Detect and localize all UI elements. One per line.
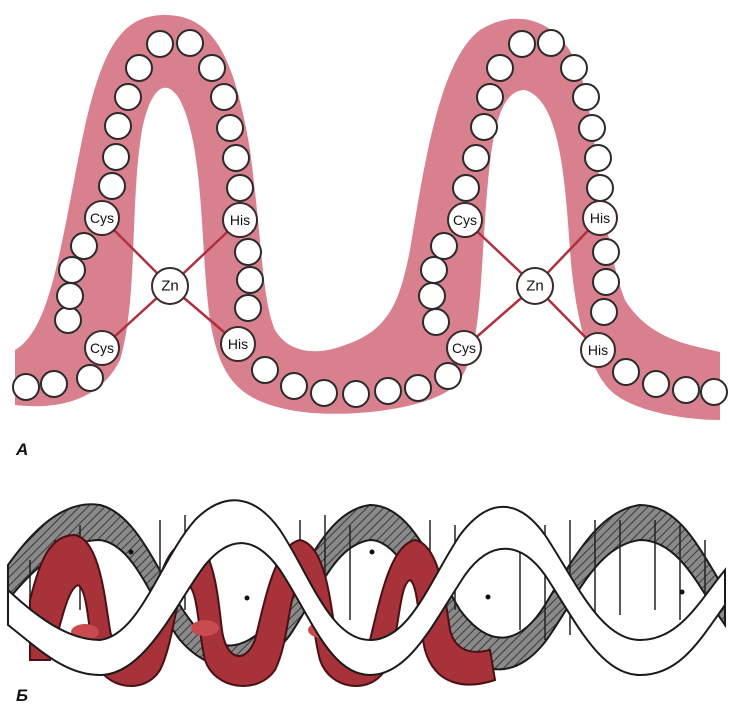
panel-b-label: Б xyxy=(16,686,28,706)
amino-acid-bead xyxy=(643,371,669,397)
panel-a: Cys Cys His His Zn Cys Cys His His Zn xyxy=(13,15,727,420)
amino-acid-bead xyxy=(281,373,307,399)
amino-acid-bead xyxy=(99,173,125,199)
amino-acid-bead xyxy=(509,31,535,57)
amino-acid-bead xyxy=(223,145,249,171)
amino-acid-bead xyxy=(211,84,237,110)
cys-label: Cys xyxy=(90,210,114,226)
cys-label: Cys xyxy=(452,340,476,356)
panel-b xyxy=(8,500,725,686)
amino-acid-bead xyxy=(471,114,497,140)
amino-acid-bead xyxy=(199,55,225,81)
amino-acid-bead xyxy=(41,371,67,397)
amino-acid-bead xyxy=(419,283,445,309)
zinc-label: Zn xyxy=(526,278,544,295)
amino-acid-bead xyxy=(217,115,243,141)
amino-acid-bead xyxy=(115,84,141,110)
amino-acid-bead xyxy=(613,359,639,385)
amino-acid-bead xyxy=(593,269,619,295)
amino-acid-bead xyxy=(463,145,489,171)
amino-acid-bead xyxy=(585,145,611,171)
amino-acid-bead xyxy=(591,299,617,325)
amino-acid-bead xyxy=(579,115,605,141)
amino-acid-bead xyxy=(103,144,129,170)
amino-acid-bead xyxy=(235,295,261,321)
amino-acid-bead xyxy=(59,257,85,283)
amino-acid-bead xyxy=(701,379,727,405)
amino-acid-bead xyxy=(343,381,369,407)
his-label: His xyxy=(588,342,608,358)
cys-label: Cys xyxy=(90,340,114,356)
cys-label: Cys xyxy=(453,212,477,228)
amino-acid-bead xyxy=(421,257,447,283)
amino-acid-bead xyxy=(673,377,699,403)
amino-acid-bead xyxy=(147,31,173,57)
amino-acid-bead xyxy=(423,309,449,335)
his-label: His xyxy=(590,210,610,226)
amino-acid-bead xyxy=(13,374,39,400)
panel-a-label: А xyxy=(16,440,28,460)
amino-acid-bead xyxy=(105,113,131,139)
amino-acid-bead xyxy=(227,175,253,201)
his-label: His xyxy=(228,336,248,352)
amino-acid-bead xyxy=(55,307,81,333)
amino-acid-bead xyxy=(126,55,152,81)
amino-acid-bead xyxy=(235,239,261,265)
amino-acid-bead xyxy=(487,55,513,81)
amino-acid-bead xyxy=(177,30,203,56)
amino-acid-bead xyxy=(311,380,337,406)
amino-acid-bead xyxy=(57,283,83,309)
amino-acid-bead xyxy=(453,175,479,201)
amino-acid-bead xyxy=(538,30,564,56)
zinc-label: Zn xyxy=(161,278,179,295)
amino-acid-bead xyxy=(593,239,619,265)
amino-acid-bead xyxy=(561,55,587,81)
protein-fold xyxy=(191,620,219,636)
his-label: His xyxy=(230,212,250,228)
amino-acid-bead xyxy=(237,267,263,293)
amino-acid-bead xyxy=(431,233,457,259)
amino-acid-bead xyxy=(375,378,401,404)
amino-acid-bead xyxy=(77,365,103,391)
amino-acid-bead xyxy=(71,233,97,259)
amino-acid-bead xyxy=(477,84,503,110)
amino-acid-bead xyxy=(252,357,278,383)
amino-acid-bead xyxy=(435,363,461,389)
amino-acid-bead xyxy=(405,375,431,401)
amino-acid-bead xyxy=(587,175,613,201)
amino-acid-bead xyxy=(573,84,599,110)
